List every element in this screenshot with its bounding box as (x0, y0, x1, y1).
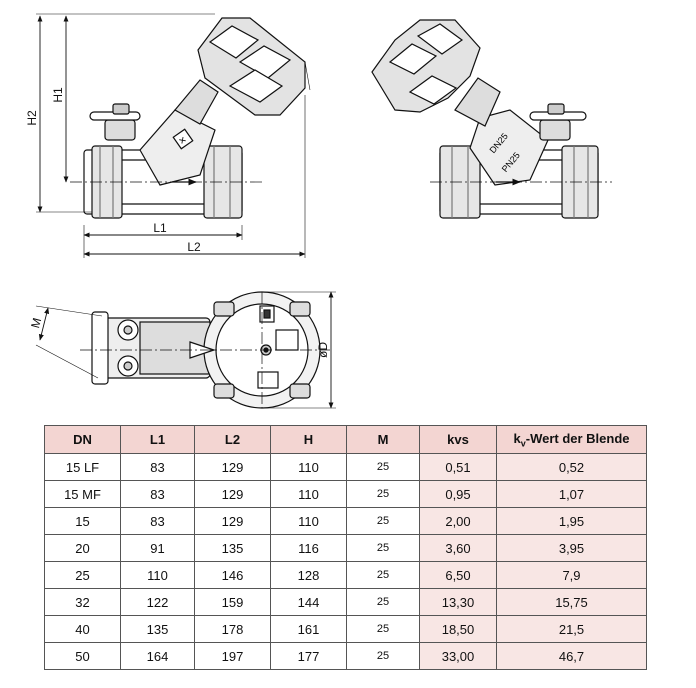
cell-dn: 20 (44, 534, 121, 562)
cell-dn: 15 (44, 507, 121, 535)
cell-kvs: 13,30 (419, 588, 497, 616)
cell-m: 25 (346, 534, 420, 562)
kv-header-prefix: k (513, 430, 521, 446)
cell-l1: 83 (120, 480, 195, 508)
cell-l1: 135 (120, 615, 195, 643)
cell-l2: 159 (194, 588, 271, 616)
cell-l1: 122 (120, 588, 195, 616)
label-h2: H2 (25, 110, 39, 126)
cell-dn: 40 (44, 615, 121, 643)
label-m: M (28, 316, 44, 329)
cell-h: 110 (270, 480, 347, 508)
cell-kv-orifice: 7,9 (496, 561, 647, 589)
cell-kv-orifice: 3,95 (496, 534, 647, 562)
table-header-row: DN L1 L2 H M kvs kv-Wert der Blende (44, 425, 647, 454)
cell-l1: 83 (120, 453, 195, 481)
cell-m: 25 (346, 588, 420, 616)
cell-kv-orifice: 1,07 (496, 480, 647, 508)
cell-dn: 15 MF (44, 480, 121, 508)
cell-l2: 129 (194, 480, 271, 508)
valve-front-view-mirrored (371, 19, 599, 219)
svg-text:✕: ✕ (177, 134, 189, 147)
cell-l1: 110 (120, 561, 195, 589)
cell-kvs: 2,00 (419, 507, 497, 535)
header-h: H (270, 425, 347, 454)
cell-m: 25 (346, 561, 420, 589)
label-l1: L1 (153, 221, 167, 235)
cell-l1: 83 (120, 507, 195, 535)
cell-kvs: 3,60 (419, 534, 497, 562)
dimension-lines-top (35, 291, 336, 409)
cell-l2: 178 (194, 615, 271, 643)
cell-h: 161 (270, 615, 347, 643)
cell-l2: 197 (194, 642, 271, 670)
cell-m: 25 (346, 615, 420, 643)
cell-h: 110 (270, 453, 347, 481)
cell-dn: 25 (44, 561, 121, 589)
header-dn: DN (44, 425, 121, 454)
cell-m: 25 (346, 642, 420, 670)
cell-kv-orifice: 21,5 (496, 615, 647, 643)
cell-kvs: 6,50 (419, 561, 497, 589)
label-h1: H1 (51, 87, 65, 103)
dimension-lines-front (36, 13, 311, 258)
cell-dn: 50 (44, 642, 121, 670)
cell-h: 177 (270, 642, 347, 670)
cell-l1: 164 (120, 642, 195, 670)
cell-h: 110 (270, 507, 347, 535)
header-l1: L1 (120, 425, 195, 454)
header-m: M (346, 425, 420, 454)
cell-kvs: 0,51 (419, 453, 497, 481)
cell-kvs: 33,00 (419, 642, 497, 670)
cell-kv-orifice: 46,7 (496, 642, 647, 670)
cell-h: 128 (270, 561, 347, 589)
cell-m: 25 (346, 480, 420, 508)
cell-l2: 129 (194, 453, 271, 481)
label-d: øD (316, 342, 330, 358)
cell-kv-orifice: 1,95 (496, 507, 647, 535)
cell-l1: 91 (120, 534, 195, 562)
kv-header-sub: v (520, 438, 526, 449)
cell-kvs: 18,50 (419, 615, 497, 643)
header-kv-orifice: kv-Wert der Blende (496, 425, 647, 454)
cell-l2: 135 (194, 534, 271, 562)
dimensions-table: DN L1 L2 H M kvs kv-Wert der Blende 15 L… (44, 425, 647, 670)
valve-front-view: ✕ (83, 17, 306, 219)
kv-header-suffix: -Wert der Blende (525, 430, 630, 446)
cell-dn: 15 LF (44, 453, 121, 481)
header-kvs: kvs (419, 425, 497, 454)
cell-kv-orifice: 0,52 (496, 453, 647, 481)
technical-drawing: ✕ H2 H1 L1 L2 (25, 13, 612, 409)
cell-dn: 32 (44, 588, 121, 616)
cell-m: 25 (346, 507, 420, 535)
header-l2: L2 (194, 425, 271, 454)
cell-h: 144 (270, 588, 347, 616)
cell-kv-orifice: 15,75 (496, 588, 647, 616)
cell-m: 25 (346, 453, 420, 481)
cell-kvs: 0,95 (419, 480, 497, 508)
cell-l2: 129 (194, 507, 271, 535)
cell-h: 116 (270, 534, 347, 562)
label-l2: L2 (187, 240, 201, 254)
cell-l2: 146 (194, 561, 271, 589)
